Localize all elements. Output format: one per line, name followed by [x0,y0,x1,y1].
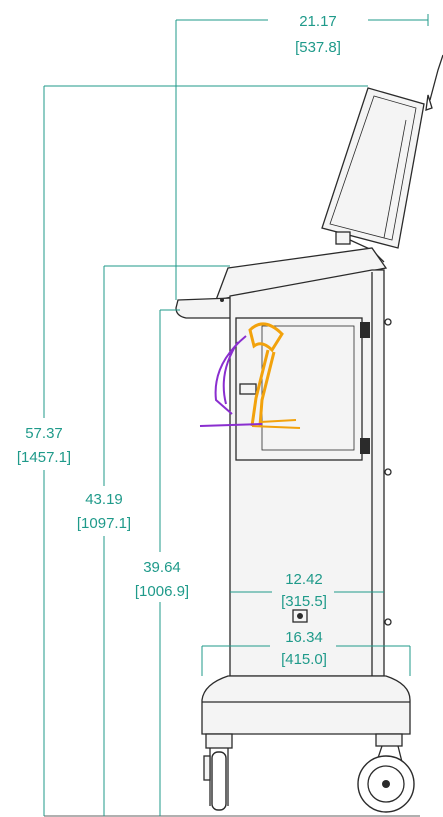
monitor-cable [429,54,443,101]
dimension-cabinet-depth: 12.42 [315.5] [230,571,384,610]
console-shelf [175,297,233,319]
door-hinge-bottom [360,438,370,454]
cabinet-depth-inches: 12.42 [285,571,323,588]
cart-machine [44,54,443,817]
base-depth-mm: [415.0] [281,651,327,668]
front-caster-wheel [211,751,227,811]
robot-arm-orange-upper [248,322,284,353]
dimension-base-depth: 16.34 [415.0] [201,629,411,676]
console-top [214,247,388,301]
door-window [261,325,355,451]
door-height-inches: 39.64 [143,559,181,576]
door-height-mm: [1006.9] [135,583,189,600]
console-knob-1 [220,298,224,302]
robot-arm-purple-base [199,423,263,427]
front-caster-mount [205,733,233,749]
robot-arm-purple-cable [214,335,247,415]
dimension-overall-width: 21.17 [537.8] [175,13,429,300]
tabletop-height-inches: 43.19 [85,491,123,508]
monitor-mount [335,231,351,245]
overall-height-mm: [1457.1] [17,449,71,466]
rear-caster [357,733,415,813]
dimensions: 21.17 [537.8] 57.37 [1457.1] 43.19 [1097… [17,13,429,816]
monitor-housing [321,87,425,249]
door-hinge-top [360,322,370,338]
cabinet-screw-1 [384,318,392,326]
tabletop-height-mm: [1097.1] [77,515,131,532]
dimension-tabletop-height: 43.19 [1097.1] [77,265,230,816]
base-depth-inches: 16.34 [285,629,323,646]
monitor-cable-plug [425,94,433,111]
robot-arm [199,322,301,429]
overall-width-inches: 21.17 [299,13,337,30]
door-latch [239,383,257,395]
rear-caster-hub [382,780,390,788]
dimension-overall-height: 57.37 [1457.1] [17,85,368,816]
cabinet-screw-2 [384,468,392,476]
front-caster-brake [203,755,211,781]
monitor-edge [383,119,407,239]
robot-arm-orange-tool [251,419,301,429]
rear-caster-mount [375,733,403,747]
overall-width-mm: [537.8] [295,39,341,56]
front-caster [203,733,233,811]
cabinet-depth-mm: [315.5] [281,593,327,610]
rear-caster-wheel-inner [367,765,405,803]
monitor-bezel [329,95,417,241]
robot-arm-orange-link [250,349,276,427]
door-frame [235,317,363,461]
power-connector-pin [297,613,303,619]
cart-base [201,675,411,735]
overall-height-inches: 57.37 [25,425,63,442]
cabinet-screw-3 [384,618,392,626]
dimension-door-height: 39.64 [1006.9] [135,309,189,816]
